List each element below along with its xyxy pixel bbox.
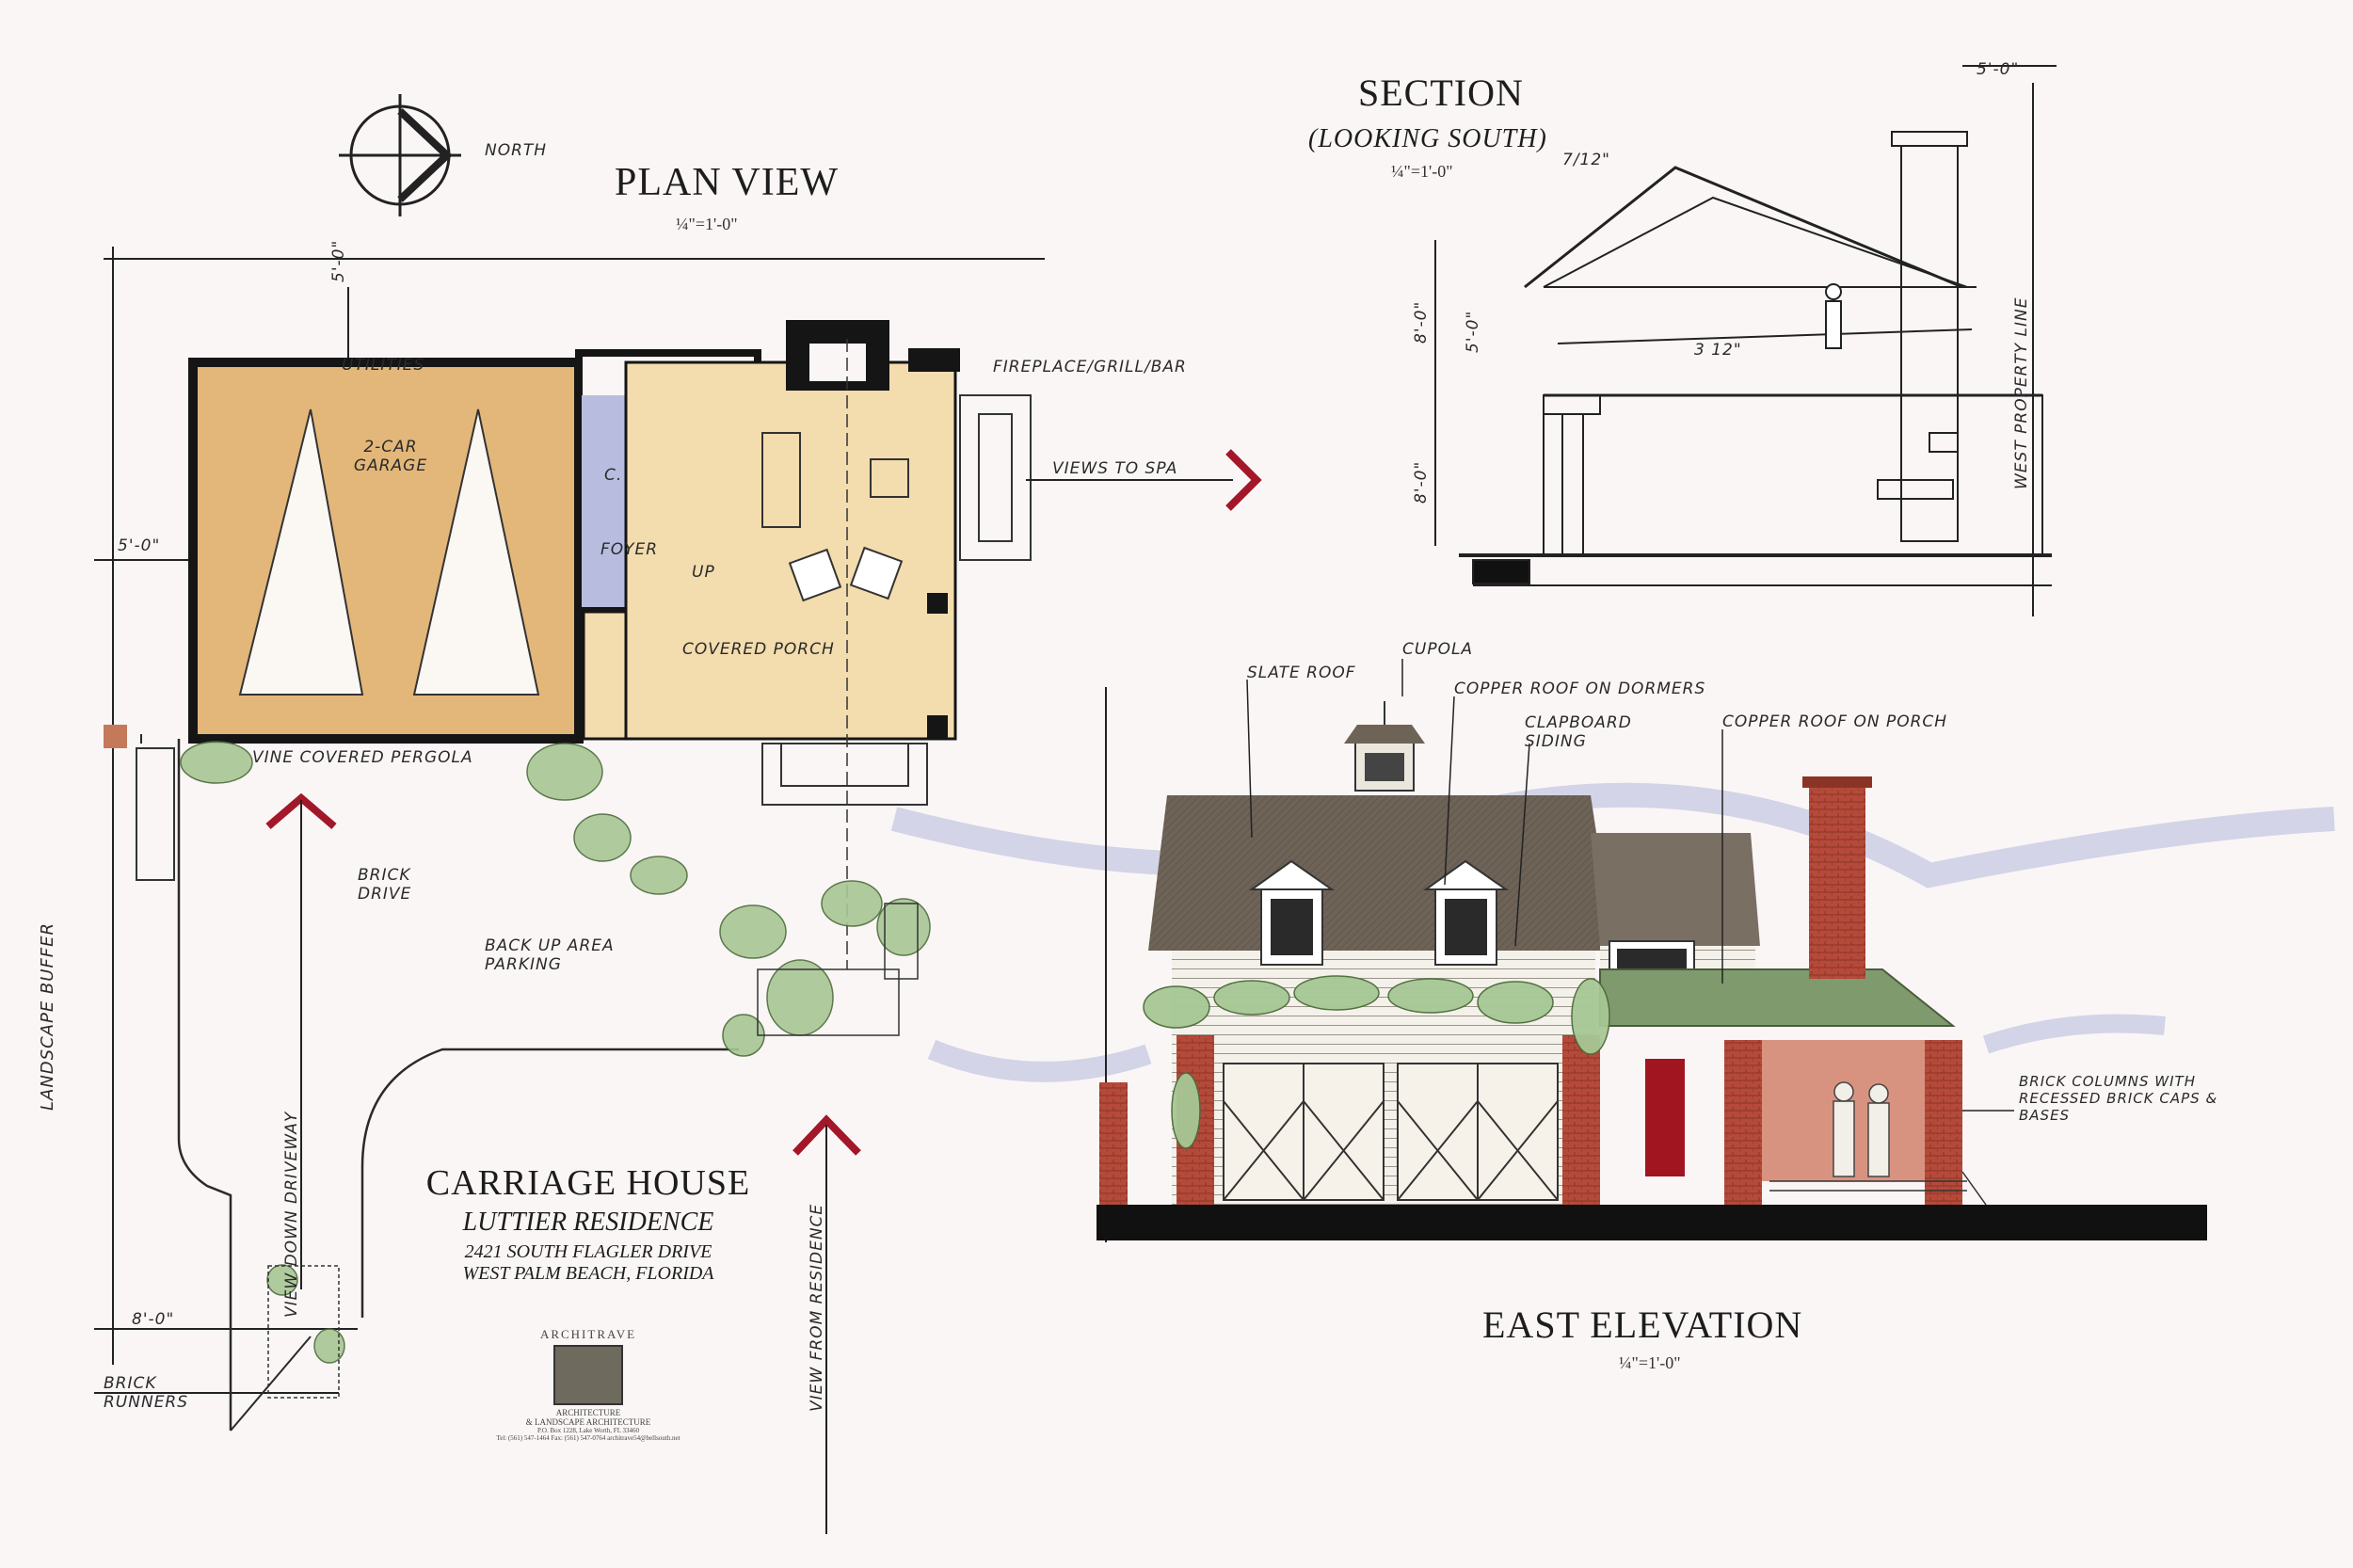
address-line-1: 2421 SOUTH FLAGLER DRIVE <box>464 1241 712 1262</box>
view-down-driveway-label: VIEW DOWN DRIVEWAY <box>282 1111 301 1318</box>
view-from-residence-label: VIEW FROM RESIDENCE <box>808 1203 826 1412</box>
section-scale: ¼"=1'-0" <box>1391 162 1453 181</box>
covered-porch-label: COVERED PORCH <box>682 640 835 659</box>
logo-name: ARCHITRAVE <box>539 1327 637 1341</box>
dimension-label: 5'-0" <box>329 239 348 282</box>
elevation-scale: ¼"=1'-0" <box>1619 1353 1681 1372</box>
elevation-title: EAST ELEVATION <box>1482 1304 1803 1346</box>
dimension-label: 8'-0" <box>1412 300 1431 344</box>
plan-view-scale: ¼"=1'-0" <box>676 215 738 233</box>
north-label: NORTH <box>485 141 548 160</box>
project-title: CARRIAGE HOUSE <box>425 1163 751 1203</box>
dimension-label: 8'-0" <box>132 1310 175 1329</box>
foyer-label: FOYER <box>600 540 659 559</box>
dimension-label: 8'-0" <box>1412 460 1431 504</box>
covered-porch-area <box>624 360 957 741</box>
clapboard-label: CLAPBOARD SIDING <box>1525 713 1632 751</box>
property-line-label: WEST PROPERTY LINE <box>2012 296 2031 490</box>
back-up-area-label: BACK UP AREA PARKING <box>485 936 615 974</box>
section-subtitle: (LOOKING SOUTH) <box>1308 124 1547 153</box>
fireplace-label: FIREPLACE/GRILL/BAR <box>993 358 1187 376</box>
garage-label: 2-CAR GARAGE <box>353 438 428 475</box>
architrave-logo: ARCHITRAVE ARCHITECTURE & LANDSCAPE ARCH… <box>480 1327 696 1442</box>
section-title: SECTION <box>1358 72 1524 114</box>
north-arrow-icon <box>339 94 461 216</box>
dimension-label: 5'-0" <box>118 536 161 555</box>
views-spa-label: VIEWS TO SPA <box>1052 459 1178 478</box>
brick-columns-label: BRICK COLUMNS WITH RECESSED BRICK CAPS &… <box>2019 1073 2218 1124</box>
dimension-label: 5'-0" <box>1977 60 2020 79</box>
landscape-buffer-label: LANDSCAPE BUFFER <box>38 921 57 1111</box>
logo-image <box>553 1345 623 1405</box>
section-drawing <box>1434 65 2057 616</box>
brick-runners-label: BRICK RUNNERS <box>104 1374 189 1412</box>
copper-porch-label: COPPER ROOF ON PORCH <box>1722 712 1948 731</box>
title-block: CARRIAGE HOUSE LUTTIER RESIDENCE 2421 SO… <box>376 1162 800 1285</box>
slate-roof-label: SLATE ROOF <box>1247 664 1356 682</box>
brick-drive-label: BRICK DRIVE <box>358 866 412 904</box>
client-name: LUTTIER RESIDENCE <box>462 1208 714 1237</box>
view-arrow-icon <box>265 449 1262 1156</box>
logo-line-1: ARCHITECTURE <box>555 1408 621 1417</box>
copper-dormers-label: COPPER ROOF ON DORMERS <box>1454 680 1706 698</box>
logo-line-2: & LANDSCAPE ARCHITECTURE <box>525 1417 651 1427</box>
east-elevation-drawing <box>890 687 2335 1242</box>
address-line-2: WEST PALM BEACH, FLORIDA <box>462 1263 714 1284</box>
logo-line-4: Tel: (561) 547-1464 Fax: (561) 547-0764 … <box>496 1434 680 1442</box>
plan-view <box>94 94 1262 1534</box>
up-label: UP <box>692 563 715 582</box>
utilities-label: UTILITIES <box>342 356 425 375</box>
cupola-label: CUPOLA <box>1402 640 1474 659</box>
logo-line-3: P.O. Box 1228, Lake Worth, FL 33460 <box>537 1427 639 1434</box>
closet-label: C. <box>604 466 623 485</box>
vine-pergola-label: VINE COVERED PERGOLA <box>252 748 473 767</box>
dimension-label: 5'-0" <box>1464 310 1482 353</box>
roof-pitch-label: 7/12" <box>1562 151 1610 169</box>
plan-view-title: PLAN VIEW <box>615 161 840 204</box>
attic-pitch-label: 3 12" <box>1694 341 1742 360</box>
front-door <box>1645 1059 1685 1176</box>
